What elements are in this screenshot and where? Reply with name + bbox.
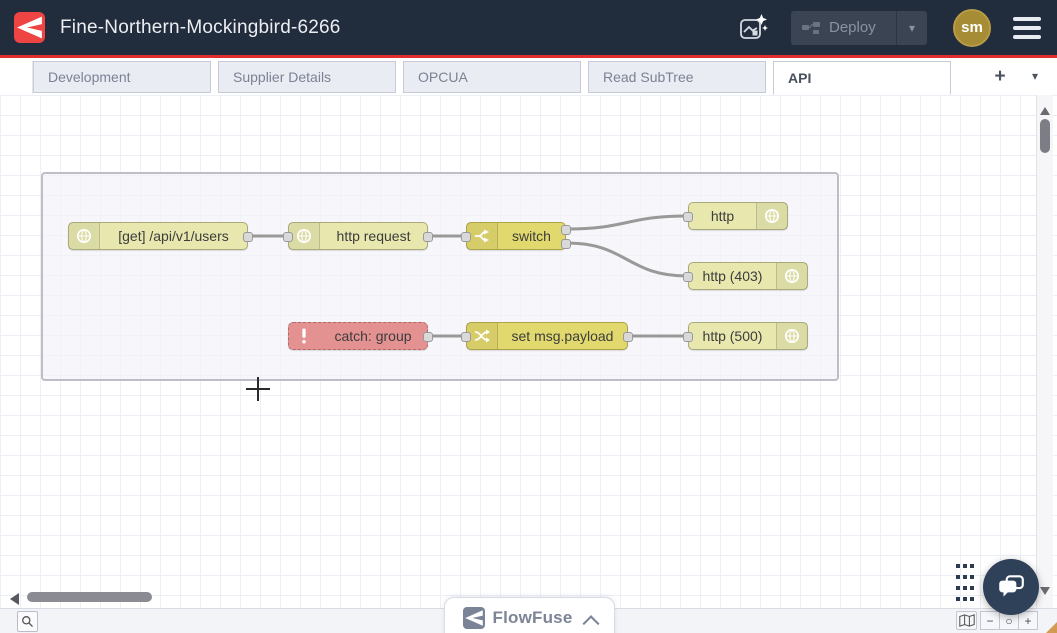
hscroll-thumb[interactable] [27, 592, 152, 602]
widget-drag-handle-icon[interactable] [956, 564, 976, 601]
flow-node-http-res-500[interactable]: http (500) [683, 322, 808, 350]
shuffle-icon [467, 323, 498, 349]
flow-node-http-res[interactable]: http [683, 202, 788, 230]
flow-node-change[interactable]: set msg.payload [461, 322, 633, 350]
output-port[interactable] [243, 232, 253, 242]
node-label: catch: group [334, 328, 412, 344]
search-icon [22, 616, 33, 627]
chevron-up-icon [582, 615, 599, 633]
deploy-button[interactable]: Deploy ▾ [791, 10, 927, 45]
exclamation-icon [289, 323, 319, 349]
add-flow-button[interactable]: + [994, 66, 1006, 87]
zoom-out-button[interactable]: − [980, 611, 1000, 630]
user-avatar[interactable]: sm [953, 8, 991, 47]
globe-icon [69, 223, 100, 249]
node-label: http request [336, 228, 411, 244]
vscroll-thumb[interactable] [1040, 119, 1050, 153]
tab-development[interactable]: Development [33, 61, 211, 93]
flow-canvas[interactable]: [get] /api/v1/users http request switch htt… [0, 95, 1057, 608]
globe-icon [756, 203, 787, 229]
navigator-toggle-button[interactable] [956, 611, 977, 630]
zoom-in-button[interactable]: + [1018, 611, 1038, 630]
globe-icon [776, 263, 807, 289]
tab-read-subtree[interactable]: Read SubTree [588, 61, 766, 93]
input-port[interactable] [461, 232, 471, 242]
ai-assistant-icon[interactable] [735, 11, 769, 45]
flow-node-http-res-403[interactable]: http (403) [683, 262, 808, 290]
flowfuse-logo-small-icon [462, 607, 485, 629]
node-label: http (500) [702, 328, 763, 344]
hscroll-left-arrow[interactable] [10, 593, 19, 605]
input-port[interactable] [683, 212, 693, 222]
output-port[interactable] [423, 332, 433, 342]
flow-node-http-in[interactable]: [get] /api/v1/users [68, 222, 253, 250]
tab-opcua[interactable]: OPCUA [403, 61, 581, 93]
output-port[interactable] [561, 239, 571, 249]
node-label: switch [512, 228, 551, 244]
flowfuse-label: FlowFuse [492, 608, 573, 627]
flow-node-http-request[interactable]: http request [283, 222, 433, 250]
flow-node-catch-group[interactable]: catch: group [288, 322, 433, 350]
input-port[interactable] [683, 272, 693, 282]
output-port[interactable] [623, 332, 633, 342]
flowfuse-panel-button[interactable]: FlowFuse [444, 597, 615, 633]
search-button[interactable] [17, 611, 38, 632]
input-port[interactable] [461, 332, 471, 342]
map-icon [958, 614, 975, 627]
deploy-dropdown-caret-icon[interactable]: ▾ [908, 20, 916, 35]
switch-icon [467, 223, 498, 249]
main-menu-icon[interactable] [1013, 16, 1041, 39]
output-port[interactable] [561, 225, 571, 235]
flowfuse-logo-icon [14, 12, 45, 43]
instance-title: Fine-Northern-Mockingbird-6266 [60, 16, 341, 38]
node-label: [get] /api/v1/users [118, 228, 229, 244]
deploy-button-label: Deploy [829, 19, 876, 36]
header-bar: Fine-Northern-Mockingbird-6266 Deploy [0, 0, 1057, 58]
tab-api[interactable]: API [773, 61, 951, 95]
zoom-controls: − ○ + [980, 611, 1038, 630]
deploy-divider [896, 10, 897, 45]
tab-supplier-details[interactable]: Supplier Details [218, 61, 396, 93]
flow-list-caret-icon[interactable]: ▾ [1031, 69, 1039, 83]
chat-launcher-button[interactable] [983, 559, 1039, 615]
vscroll-track[interactable] [1036, 95, 1053, 608]
vscroll-up-arrow[interactable] [1040, 107, 1050, 115]
node-label: set msg.payload [511, 328, 614, 344]
chat-bubbles-icon [999, 575, 1024, 597]
output-port[interactable] [423, 232, 433, 242]
vscroll-down-arrow[interactable] [1040, 587, 1050, 595]
deploy-nodes-icon [801, 21, 821, 35]
node-label: http (403) [702, 268, 763, 284]
globe-icon [289, 223, 320, 249]
tab-bar-lead-spacer [0, 61, 33, 94]
input-port[interactable] [683, 332, 693, 342]
flow-node-switch[interactable]: switch [461, 222, 571, 250]
node-label: http [710, 208, 735, 224]
input-port[interactable] [283, 232, 293, 242]
globe-icon [776, 323, 807, 349]
corner-grip [1046, 622, 1057, 633]
